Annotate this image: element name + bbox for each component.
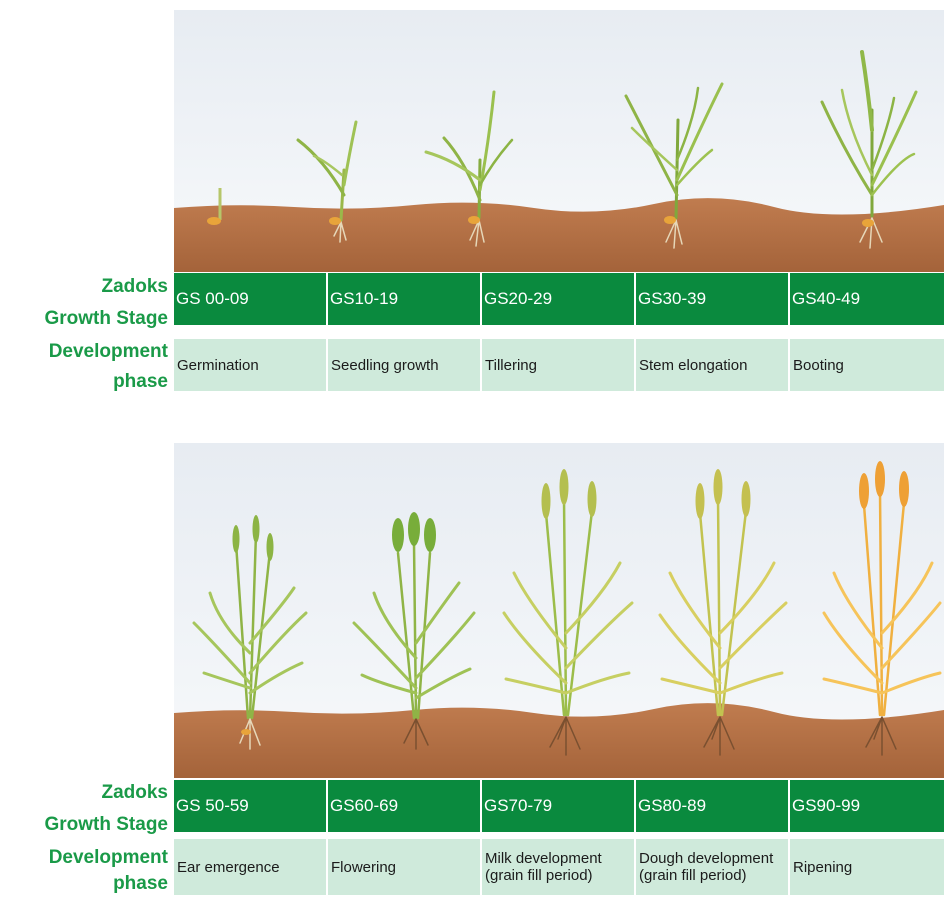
phase-name: Germination <box>177 356 259 374</box>
stage-cell: GS10-19 <box>328 273 482 325</box>
stage-code: GS40-49 <box>792 289 861 308</box>
stage-code: GS30-39 <box>638 289 707 308</box>
growth-illustration-early <box>174 10 944 272</box>
plant-flowering <box>352 512 476 750</box>
growth-illustration-late <box>174 443 944 778</box>
phase-cell: Seedling growth <box>328 339 482 391</box>
development-label-line2: phase <box>113 873 168 894</box>
phase-name: Ear emergence <box>177 858 280 876</box>
plant-ear-emergence <box>192 515 308 750</box>
phase-cell: Germination <box>174 339 328 391</box>
stage-cell: GS80-89 <box>636 780 790 832</box>
stage-cell: GS20-29 <box>482 273 636 325</box>
stage-code: GS 00-09 <box>176 289 249 308</box>
development-label-line1: Development <box>48 341 168 362</box>
zadoks-label-line1: Zadoks <box>101 276 168 297</box>
stage-cell: GS40-49 <box>790 273 944 325</box>
phase-cell: Tillering <box>482 339 636 391</box>
phase-cell: Stem elongation <box>636 339 790 391</box>
row-labels-1: Zadoks Growth Stage Development phase <box>0 270 168 400</box>
plant-milk-development <box>502 469 634 756</box>
stage-cell: GS60-69 <box>328 780 482 832</box>
stage-code: GS60-69 <box>330 796 399 815</box>
phase-cell: Ripening <box>790 839 944 895</box>
plant-stem-elongation <box>624 82 724 249</box>
development-phase-row-2: Ear emergence Flowering Milk development… <box>174 839 944 895</box>
phase-cell: Milk development (grain fill period) <box>482 839 636 895</box>
stage-code: GS20-29 <box>484 289 553 308</box>
plant-tillering <box>424 90 514 247</box>
stage-code: GS80-89 <box>638 796 707 815</box>
stage-cell: GS90-99 <box>790 780 944 832</box>
phase-name: Tillering <box>485 356 537 374</box>
stage-cell: GS30-39 <box>636 273 790 325</box>
phase-name: Stem elongation <box>639 356 748 374</box>
development-label-line2: phase <box>113 371 168 392</box>
phase-name: Booting <box>793 356 844 374</box>
stage-code: GS70-79 <box>484 796 553 815</box>
phase-cell: Booting <box>790 339 944 391</box>
plant-seedling <box>296 120 358 243</box>
phase-cell: Flowering <box>328 839 482 895</box>
plant-ripening <box>822 461 942 756</box>
stage-cell: GS 50-59 <box>174 780 328 832</box>
growth-stage-row-2: GS 50-59 GS60-69 GS70-79 GS80-89 GS90-99 <box>174 780 944 832</box>
phase-name: Milk development (grain fill period) <box>485 850 602 884</box>
phase-name: Dough development (grain fill period) <box>639 850 774 884</box>
phase-name: Flowering <box>331 858 397 876</box>
phase-cell: Dough development (grain fill period) <box>636 839 790 895</box>
development-phase-row-1: Germination Seedling growth Tillering St… <box>174 339 944 391</box>
scene-panel-2 <box>174 443 944 778</box>
plant-germination <box>207 188 222 225</box>
plant-booting <box>820 50 918 249</box>
scene-panel-1 <box>174 10 944 272</box>
row-labels-2: Zadoks Growth Stage Development phase <box>0 776 168 906</box>
stage-code: GS90-99 <box>792 796 861 815</box>
plant-dough-development <box>658 469 788 756</box>
zadoks-label-line1: Zadoks <box>101 782 168 803</box>
stage-code: GS 50-59 <box>176 796 249 815</box>
phase-name: Seedling growth <box>331 356 439 374</box>
zadoks-label-line2: Growth Stage <box>44 814 168 835</box>
stage-cell: GS 00-09 <box>174 273 328 325</box>
phase-name: Ripening <box>793 858 853 876</box>
development-label-line1: Development <box>48 847 168 868</box>
phase-cell: Ear emergence <box>174 839 328 895</box>
growth-stage-row-1: GS 00-09 GS10-19 GS20-29 GS30-39 GS40-49 <box>174 273 944 325</box>
zadoks-label-line2: Growth Stage <box>44 308 168 329</box>
stage-code: GS10-19 <box>330 289 399 308</box>
stage-cell: GS70-79 <box>482 780 636 832</box>
